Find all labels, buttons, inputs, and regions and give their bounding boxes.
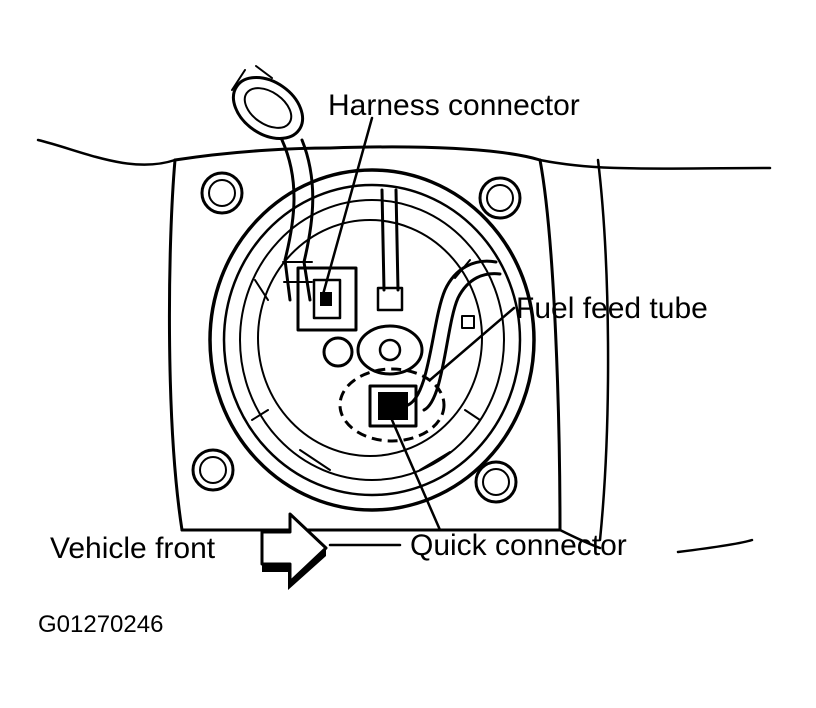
fuel-feed-tube-label: Fuel feed tube (516, 292, 708, 325)
vehicle-front-label: Vehicle front (50, 532, 216, 565)
quick-connector-body (338, 367, 446, 443)
fuel-tank-outline (36, 138, 772, 550)
figure-code: G01270246 (38, 611, 163, 638)
leader-lines (320, 116, 754, 554)
quick-connector-label: Quick connector (410, 529, 627, 562)
mounting-bolt-bottom-left (191, 448, 235, 492)
wiring-harness (231, 65, 315, 302)
harness-connector-label: Harness connector (328, 89, 580, 122)
pump-fittings (322, 188, 424, 376)
fuel-pump-flange (208, 168, 536, 512)
mounting-bolt-bottom-right (474, 460, 518, 504)
mounting-bolt-top-right (478, 176, 522, 220)
vehicle-front-arrow-icon (260, 512, 328, 590)
fuel-feed-tube (406, 259, 502, 412)
mounting-bolt-top-left (200, 171, 244, 215)
